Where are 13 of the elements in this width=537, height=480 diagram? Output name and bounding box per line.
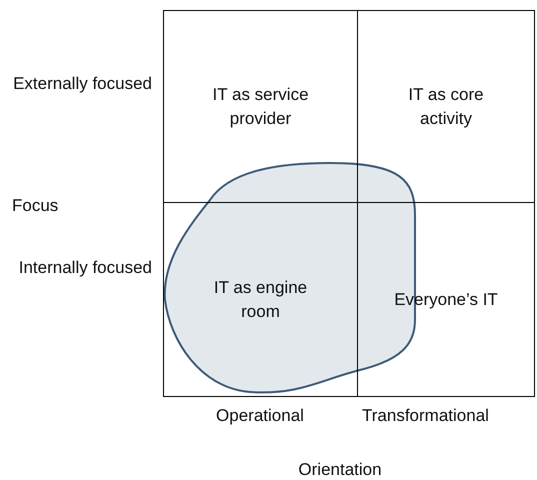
axis-label: Transformational [362, 405, 489, 427]
quadrant-cell [357, 10, 535, 203]
axis-label: Externally focused [12, 73, 152, 95]
quadrant-label: IT as service provider [211, 84, 310, 130]
quadrant-label: IT as core activity [407, 84, 485, 130]
quadrant-cell [357, 202, 535, 397]
quadrant-label: IT as engine room [212, 276, 308, 322]
axis-label: Internally focused [18, 257, 152, 279]
axis-label: Operational [215, 405, 305, 427]
quadrant-cell [163, 202, 358, 397]
axis-label: Focus [12, 195, 58, 217]
axis-label: Orientation [297, 459, 383, 480]
quadrant-cell [163, 10, 358, 203]
